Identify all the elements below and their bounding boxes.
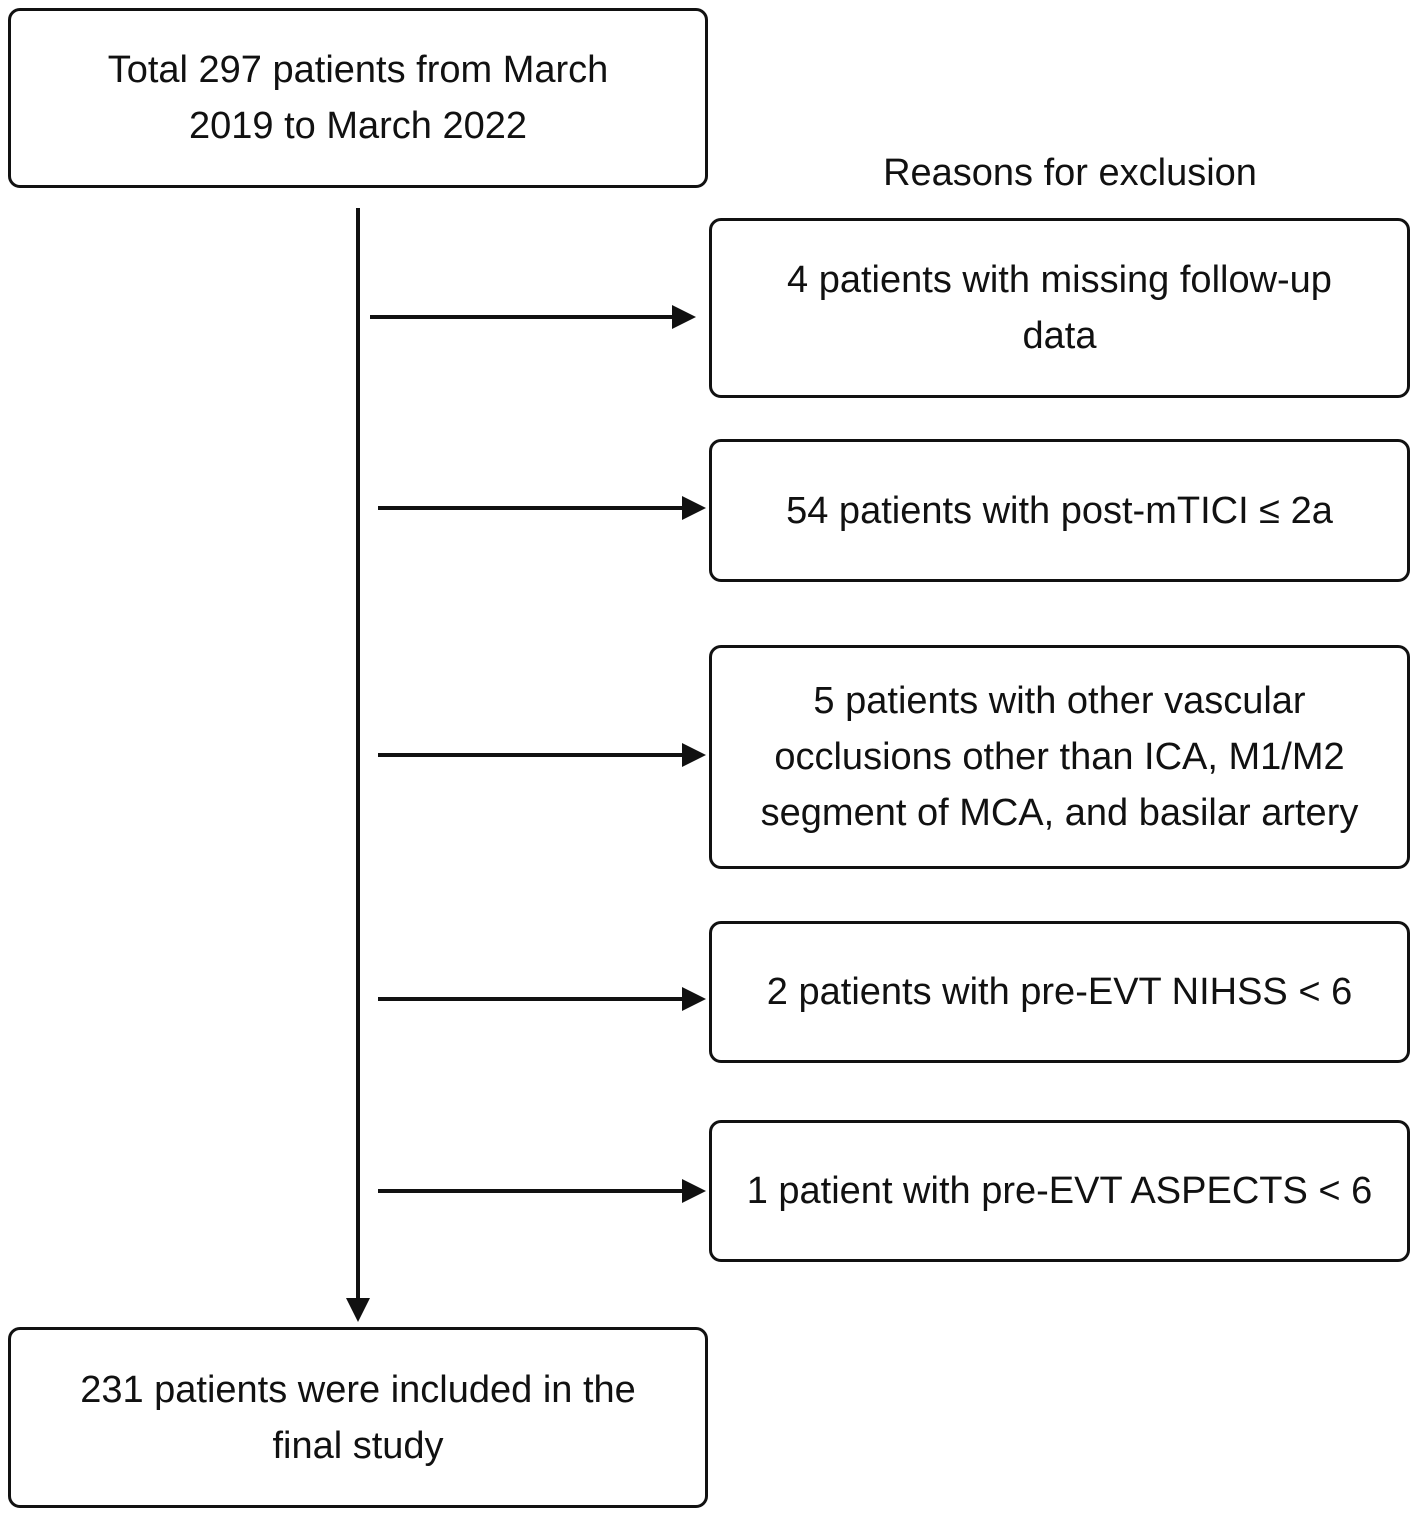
exclusion-arrowhead-1 [672,305,696,329]
exclusion-arrowhead-2 [682,496,706,520]
exclusion-box-1: 4 patients with missing follow-up data [709,218,1410,398]
main-flow-arrowhead [346,1298,370,1322]
exclusion-header: Reasons for exclusion [883,152,1257,194]
exclusion-box-2-text: 54 patients with post-mTICI ≤ 2a [786,489,1333,532]
exclusion-arrowhead-4 [682,987,706,1011]
start-box: Total 297 patients from March 2019 to Ma… [8,8,708,188]
exclusion-box-1-text: 4 patients with missing follow-up data [787,259,1332,357]
exclusion-box-5: 1 patient with pre-EVT ASPECTS < 6 [709,1120,1410,1262]
exclusion-arrowhead-3 [682,743,706,767]
exclusion-box-4-text: 2 patients with pre-EVT NIHSS < 6 [766,971,1353,1013]
end-box-text: 231 patients were included in the final … [80,1368,636,1467]
exclusion-arrowhead-5 [682,1179,706,1203]
start-box-text: Total 297 patients from March 2019 to Ma… [107,49,609,147]
exclusion-box-5-text: 1 patient with pre-EVT ASPECTS < 6 [746,1170,1373,1212]
exclusion-box-3-text: 5 patients with other vascular occlusion… [760,680,1359,834]
exclusion-box-2: 54 patients with post-mTICI ≤ 2a [709,439,1410,582]
end-box: 231 patients were included in the final … [8,1327,708,1508]
exclusion-box-3: 5 patients with other vascular occlusion… [709,645,1410,869]
exclusion-box-4: 2 patients with pre-EVT NIHSS < 6 [709,921,1410,1063]
